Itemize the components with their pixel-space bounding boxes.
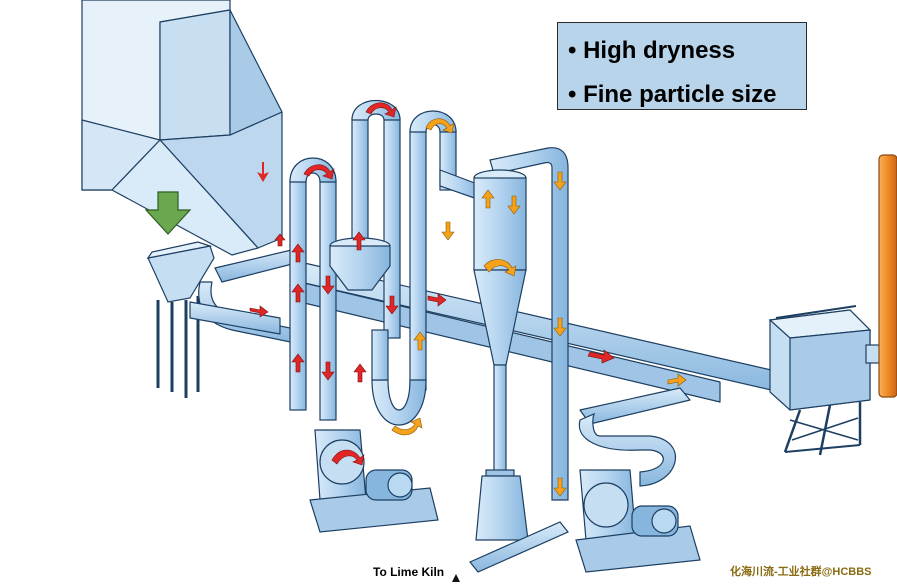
red-flow-arrow-icon xyxy=(257,162,269,182)
furnace-hopper xyxy=(81,0,283,256)
return-duct xyxy=(578,412,677,487)
feed-hopper xyxy=(146,241,215,398)
red-flow-arrow-icon xyxy=(249,102,615,466)
baghouse-filter xyxy=(768,305,881,456)
fan-motor-icon xyxy=(309,429,701,573)
info-line-high-dryness: • High dryness xyxy=(568,37,736,64)
info-line-fine-particle-size: • Fine particle size xyxy=(568,81,777,108)
feed-arrow-icon xyxy=(144,191,192,235)
orange-flow-arrow-icon xyxy=(391,118,687,497)
outlet-arrow-icon xyxy=(452,572,470,582)
outlet-label: To Lime Kiln xyxy=(373,565,445,579)
watermark: 化海川流-工业社群@HCBBS xyxy=(730,566,872,578)
main-cyclone xyxy=(473,169,527,477)
drying-loops xyxy=(289,99,569,501)
info-box: • High dryness • Fine particle size xyxy=(557,22,807,110)
exhaust-stack xyxy=(878,154,897,398)
